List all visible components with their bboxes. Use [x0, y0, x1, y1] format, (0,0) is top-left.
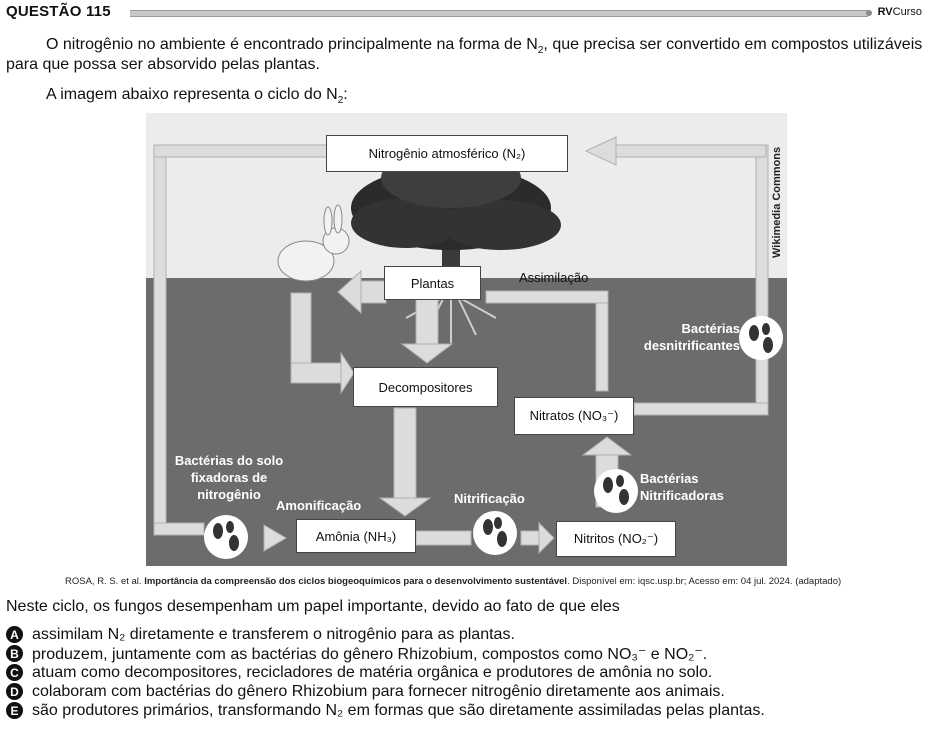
intro-paragraph: O nitrogênio no ambiente é encontrado pr… — [6, 36, 923, 73]
question-stem: Neste ciclo, os fungos desempenham um pa… — [6, 598, 620, 615]
box-nitrites: Nitritos (NO₂⁻) — [556, 521, 676, 557]
option-letter: C — [6, 664, 23, 681]
figure-intro: A imagem abaixo representa o ciclo do N2… — [46, 86, 348, 107]
figure-caption: ROSA, R. S. et al. Importância da compre… — [65, 576, 842, 587]
watermark: Wikimedia Commons — [771, 147, 783, 258]
label-nitrification: Nitrificação — [454, 491, 525, 506]
option-letter: A — [6, 626, 23, 643]
header-dot — [866, 10, 872, 16]
label-ammonification: Amonificação — [276, 498, 362, 513]
option-text: assimilam N₂ diretamente e transferem o … — [32, 625, 515, 643]
box-plants: Plantas — [384, 266, 481, 300]
option-letter: E — [6, 702, 23, 719]
brand-logo: RVCurso — [877, 6, 922, 18]
question-header: QUESTÃO 115 RVCurso — [6, 3, 932, 21]
label-assimilation: Assimilação — [519, 270, 589, 285]
box-nitrates: Nitratos (NO₃⁻) — [514, 397, 634, 435]
question-number: QUESTÃO 115 — [6, 3, 111, 20]
svg-text:Wikimedia Commons: Wikimedia Commons — [771, 147, 783, 258]
bacteria-icons — [204, 316, 783, 559]
option-letter: D — [6, 683, 23, 700]
nitrogen-cycle-figure: Nitrogênio atmosférico (N₂) Plantas Assi… — [146, 113, 787, 566]
option-letter: B — [6, 645, 23, 662]
header-rule — [130, 10, 868, 17]
option-text: são produtores primários, transformando … — [32, 701, 765, 719]
option-text: colaboram com bactérias do gênero Rhizob… — [32, 682, 725, 700]
box-ammonia: Amônia (NH₃) — [296, 519, 416, 553]
figure-ground — [146, 278, 787, 566]
option-text: produzem, juntamente com as bactérias do… — [32, 645, 708, 663]
box-decomposers: Decompositores — [353, 367, 498, 407]
box-atmospheric-nitrogen: Nitrogênio atmosférico (N₂) — [326, 135, 568, 172]
rabbit-illustration — [277, 204, 350, 282]
tree-illustration — [351, 148, 561, 343]
option-text: atuam como decompositores, recicladores … — [32, 663, 713, 681]
